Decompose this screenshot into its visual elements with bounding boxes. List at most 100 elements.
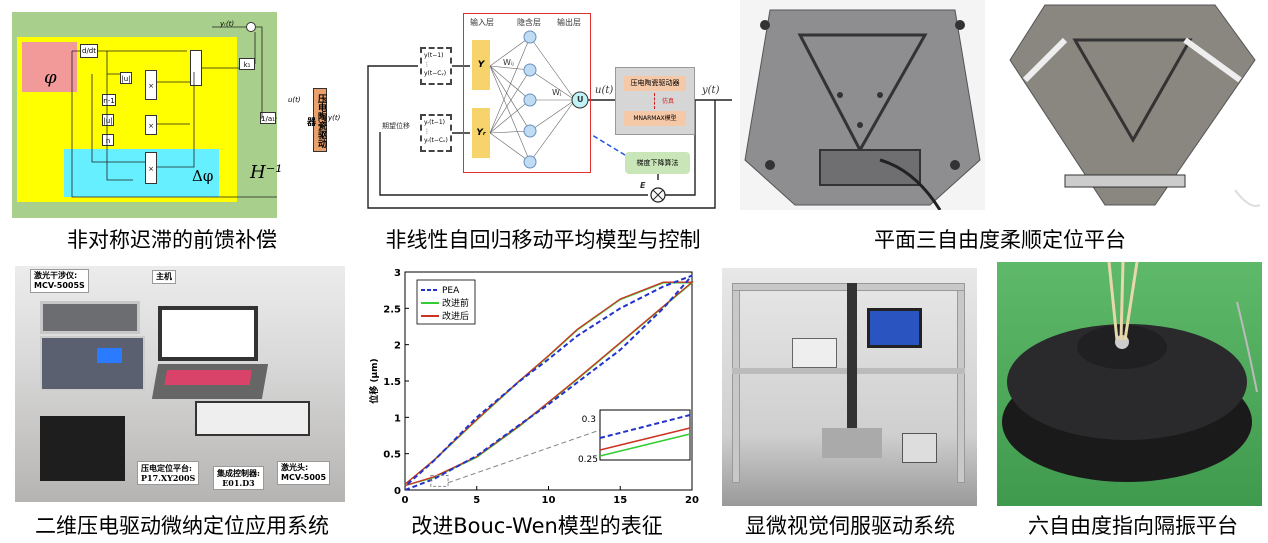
mult-block-2: × [145,115,157,135]
actuator-block: 压电陶瓷驱动器 [305,88,327,152]
photo-triangular-platform-2 [1005,0,1260,210]
output-layer-label: 输出层 [557,18,581,27]
caption-bouc-wen: 改进Bouc-Wen模型的表征 [411,514,663,538]
caption-feedforward: 非对称迟滞的前馈补偿 [67,228,277,252]
platform-1-shape [744,9,981,210]
controller-screen [97,348,122,363]
stage-label: 压电定位平台: [141,463,192,473]
input-yr-bar: Yᵣ [472,108,490,158]
k1-block: k₁ [239,58,255,70]
diagram1-wires [71,26,277,198]
controller-box [902,433,937,463]
controller-label: 集成控制器: [217,468,260,478]
ddt-block: d/dt [80,44,98,58]
model-box: MNARMAX模型 [624,111,686,126]
laptop-base [151,364,269,399]
caption-microscope-system: 显微视觉伺服驱动系统 [745,514,955,538]
controller-model: E01.D3 [222,478,255,488]
delay-block-y: y(t−1)⋮y(t−Cᵧ) [420,47,452,85]
laser-head-label: 激光头: [281,463,309,472]
legend-label: PEA [442,286,460,296]
input-y-bar: Y [472,40,490,90]
inv-block: 1/a₁ [260,112,276,124]
label-interferometer: 激光干涉仪:MCV-5005S [30,269,89,293]
keyboard [164,370,253,385]
hinv-label: H⁻¹ [250,162,283,183]
u-node-label: U [577,95,584,104]
y-output-label: y(t) [328,114,341,122]
sim-arrow [654,93,655,109]
stage-model: P17.XY200S [141,473,196,483]
delay-block-yr: yᵣ(t−1)⋮yᵣ(t−Cᵤ) [420,114,452,152]
delta-region: Δφ [64,149,219,197]
abs-block: |u| [120,72,132,84]
yr-label: yᵣ(t) [220,20,235,28]
y-tick-label: 2.5 [383,304,401,315]
phi-label: φ [44,67,57,88]
hidden-layer-label: 隐含层 [517,18,541,27]
n-block: n [102,134,114,146]
x-tick-label: 15 [613,495,627,506]
caption-positioning-system: 二维压电驱动微纳定位应用系统 [35,514,329,538]
label-controller: 集成控制器:E01.D3 [213,466,264,490]
frame-right [957,283,965,483]
interferometer-model: MCV-5005S [34,281,85,290]
zoom-connector [447,429,601,484]
input-y-label: Y [477,60,485,70]
sum-circle [246,22,256,32]
inset-tick-label: 0.25 [578,455,598,465]
actuator-label: 压电陶瓷驱动器 [305,94,326,148]
x-tick-label: 10 [542,495,556,506]
mult-block-1: × [145,70,157,100]
legend-label: 改进前 [442,297,469,309]
microscope-column [847,283,857,428]
series-line-0 [404,274,693,491]
photo-triangular-platform-1 [740,0,985,210]
photo-positioning-system: 激光干涉仪:MCV-5005S 主机 压电定位平台:P17.XY200S 集成控… [15,266,345,502]
label-host: 主机 [152,270,176,284]
network-frame [463,13,591,173]
input-yr-label: Yᵣ [476,128,486,138]
panel-feedforward-diagram: φ Δφ H⁻¹ yᵣ(t) d/dt k₁ 1/a₁ |u| n-1 |u| … [12,12,301,218]
zoom-region [430,474,449,487]
wj-label: Wⱼ [552,88,562,97]
instrument [792,338,837,368]
y-axis-label: 位移 (μm) [368,358,380,403]
wij-label: Wᵢⱼ [503,58,514,67]
phi-region: φ [22,42,77,92]
laser-head-device [195,401,310,436]
x-tick-label: 0 [402,495,409,506]
y-tick-label: 0 [394,486,401,497]
delay-y-last: y(t−Cᵧ) [424,70,447,77]
photo-6dof-platform [997,262,1262,506]
abs-block-2: |u| [102,114,114,126]
y-tick-label: 3 [394,268,401,279]
panel-narmax-diagram: 输入层 隐含层 输出层 Y Yᵣ Wᵢⱼ Wⱼ U y(t−1)⋮y(t−Cᵧ)… [360,5,735,215]
u-label: u(t) [288,96,301,104]
sim-label: 仿真 [662,98,675,105]
label-laser-head: 激光头:MCV-5005 [277,461,331,485]
plant-box: 压电陶瓷驱动器 仿真 MNARMAX模型 [615,67,695,135]
caption-planar-platform: 平面三自由度柔顺定位平台 [874,228,1126,252]
platform-2-shape [1009,4,1260,207]
y-tick-label: 2 [394,341,401,352]
mult-block-3: × [145,152,157,184]
delta-label: Δφ [192,167,214,185]
legend-label: 改进后 [442,310,469,322]
error-label: E [640,181,646,190]
laser-head-model: MCV-5005 [281,473,327,482]
platform-6dof-shape [1002,262,1258,482]
desired-displacement-label: 期望位移 [382,122,410,130]
y-tick-label: 1.5 [383,377,401,388]
sum-block [190,50,202,86]
label-stage: 压电定位平台:P17.XY200S [137,461,200,485]
diagram2-wires [367,30,732,209]
inset-original [599,433,691,457]
input-layer-label: 输入层 [470,18,494,27]
y-label: y(t) [702,85,720,96]
stage-device [40,416,125,481]
y-tick-label: 0.5 [383,450,401,461]
ellipsis: ⋮ [424,128,430,135]
inset-improved [599,427,691,451]
